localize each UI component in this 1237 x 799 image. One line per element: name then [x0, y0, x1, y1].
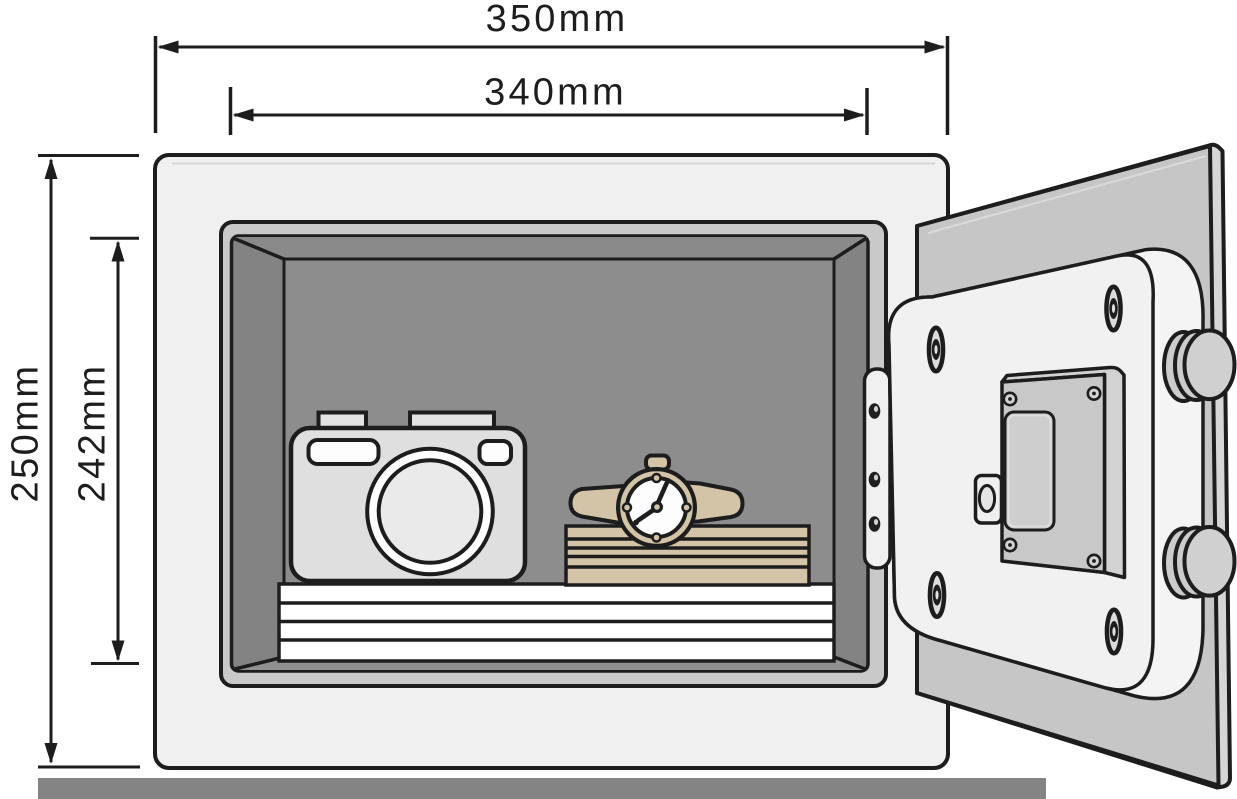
svg-text:340mm: 340mm [484, 72, 627, 114]
svg-text:242mm: 242mm [72, 364, 114, 503]
svg-text:250mm: 250mm [5, 364, 47, 503]
svg-text:350mm: 350mm [486, 0, 629, 40]
